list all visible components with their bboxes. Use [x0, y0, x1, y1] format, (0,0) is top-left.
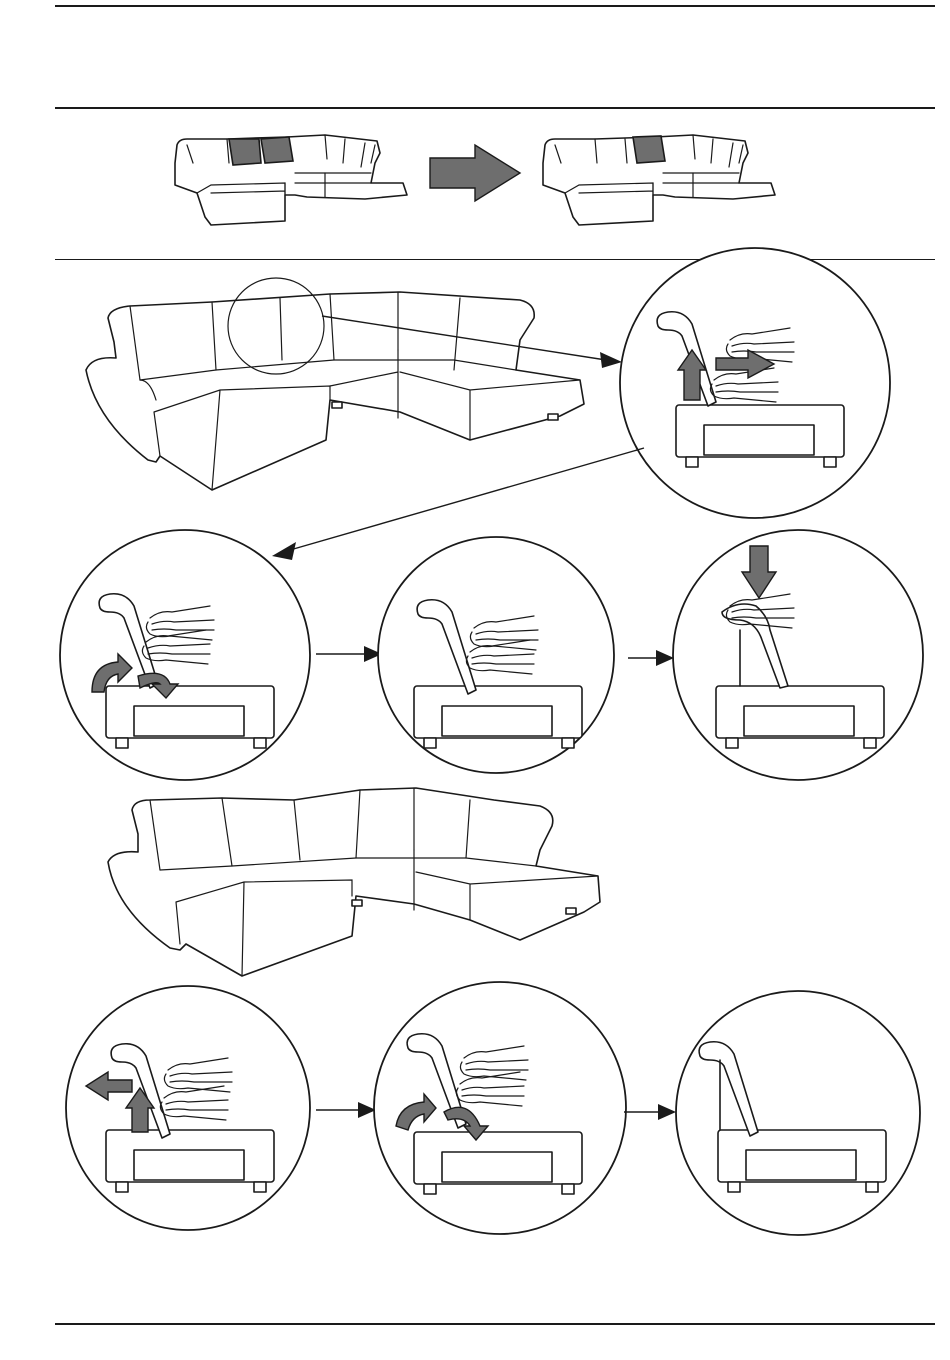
detail-circle-hold	[378, 537, 614, 773]
detail-circle-lift-headrest	[620, 248, 890, 518]
detail-circle-press-down	[673, 530, 923, 780]
sofa-large-before	[86, 278, 584, 490]
detail-circle-rotate	[374, 982, 626, 1234]
detail-circle-unlock	[60, 530, 310, 780]
highlighted-headrest-single	[633, 136, 665, 163]
detail-circle-lift-out	[66, 986, 310, 1230]
overview-sofa-before	[175, 135, 407, 225]
sofa-large-after	[108, 788, 600, 976]
detail-circle-installed	[676, 991, 920, 1235]
arrow-right-icon	[430, 145, 520, 201]
overview-sofa-after	[543, 135, 775, 225]
